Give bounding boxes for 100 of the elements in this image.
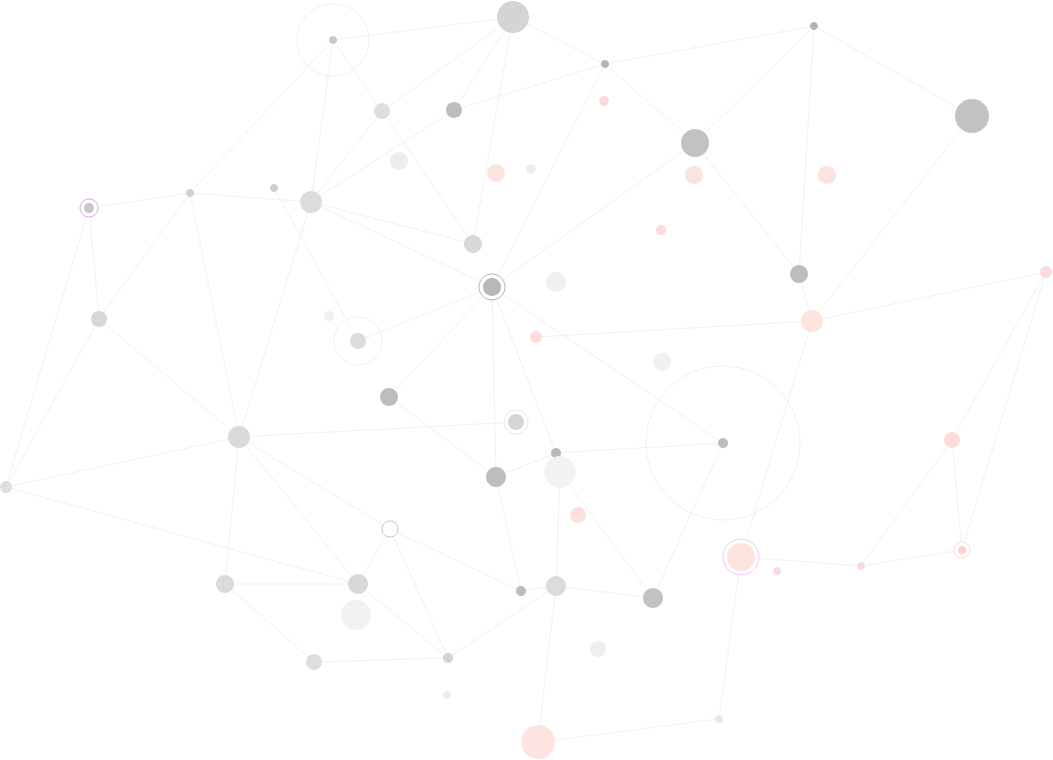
- connector-line: [365, 590, 445, 655]
- dot: [464, 235, 482, 253]
- connector-line: [386, 117, 469, 237]
- dot: [818, 166, 836, 184]
- connector-line: [365, 291, 480, 339]
- connector-line: [388, 26, 501, 107]
- connector-line: [7, 216, 87, 482]
- dot: [521, 725, 555, 759]
- connector-line: [818, 129, 962, 313]
- connector-line: [11, 488, 349, 582]
- connector-line: [554, 719, 716, 741]
- connector-line: [452, 591, 548, 656]
- connector-line: [569, 484, 648, 591]
- connector-line: [607, 66, 685, 134]
- connector-line: [458, 30, 505, 104]
- connector-line: [312, 43, 333, 192]
- dot: [306, 654, 322, 670]
- connector-line: [541, 321, 802, 337]
- connector-line: [321, 657, 444, 662]
- dot: [216, 575, 234, 593]
- connector-line: [8, 325, 96, 482]
- dot: [91, 311, 107, 327]
- dot: [228, 426, 250, 448]
- connector-line: [275, 191, 355, 335]
- connector-line: [231, 589, 309, 657]
- connector-line: [320, 206, 481, 282]
- connector-line: [89, 217, 99, 312]
- connector-line: [396, 402, 489, 472]
- connector-line: [719, 575, 739, 716]
- connector-line: [817, 27, 958, 108]
- connector-line: [527, 24, 602, 63]
- connector-line: [492, 300, 497, 468]
- connector-line: [245, 445, 352, 577]
- dot: [300, 191, 322, 213]
- dot: [801, 310, 823, 332]
- connector-line: [496, 299, 555, 449]
- connector-line: [703, 153, 794, 268]
- connector-line: [864, 551, 954, 566]
- connector-line: [393, 536, 447, 654]
- connector-line: [863, 446, 948, 563]
- connector-line: [225, 447, 239, 576]
- connector-line: [704, 28, 812, 134]
- dot: [643, 588, 663, 608]
- connector-line: [362, 536, 386, 576]
- connector-line: [98, 193, 187, 207]
- dot: [497, 1, 529, 33]
- ringed-dot: [953, 541, 971, 559]
- connector-line: [105, 324, 231, 431]
- connector-line: [964, 277, 1045, 543]
- connector-line: [608, 26, 811, 64]
- connector-line: [317, 117, 378, 194]
- ringed-dot: [503, 409, 529, 435]
- connector-line: [497, 67, 604, 276]
- dot: [350, 333, 366, 349]
- dot: [380, 388, 398, 406]
- ringed-dot: [381, 520, 399, 538]
- connector-line: [799, 29, 814, 266]
- connector-line: [952, 447, 962, 542]
- connector-line: [103, 196, 188, 313]
- connector-line: [335, 43, 378, 105]
- dot: [955, 99, 989, 133]
- dot: [681, 129, 709, 157]
- dot: [544, 456, 576, 488]
- dot: [944, 432, 960, 448]
- dot: [374, 103, 390, 119]
- connector-line: [190, 196, 238, 427]
- connector-line: [505, 454, 552, 474]
- dot: [446, 102, 462, 118]
- connector-line: [248, 442, 383, 525]
- connector-line: [502, 294, 719, 441]
- connector-line: [461, 64, 602, 108]
- connector-line: [822, 273, 1041, 319]
- connector-line: [193, 193, 301, 202]
- connector-line: [242, 212, 308, 427]
- connector-line: [560, 443, 719, 453]
- connector-line: [192, 42, 331, 191]
- connector-line: [502, 150, 684, 280]
- connector-line: [955, 277, 1044, 434]
- connector-line: [497, 486, 521, 587]
- dot: [546, 576, 566, 596]
- connector-line: [474, 32, 511, 236]
- connector-line: [320, 114, 448, 197]
- ringed-dot: [478, 273, 506, 301]
- connector-line: [321, 204, 465, 242]
- connector-line: [539, 595, 556, 726]
- dot: [685, 166, 703, 184]
- dot: [348, 574, 368, 594]
- connector-line: [336, 18, 498, 40]
- connector-line: [801, 282, 810, 311]
- connector-line: [249, 422, 504, 437]
- connector-line: [656, 447, 722, 589]
- connector-line: [759, 558, 858, 566]
- connector-line: [11, 439, 229, 486]
- connector-line: [746, 331, 810, 540]
- dot: [487, 164, 505, 182]
- ringed-dot: [722, 538, 760, 576]
- connector-line: [395, 296, 484, 391]
- ringed-dot: [79, 198, 99, 218]
- connector-line: [397, 532, 517, 589]
- dot: [570, 507, 586, 523]
